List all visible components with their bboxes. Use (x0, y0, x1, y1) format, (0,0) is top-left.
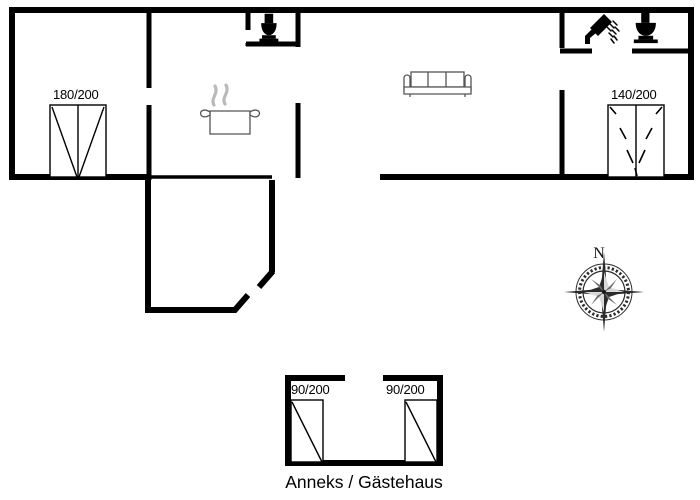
bed-second-bedroom-dash-4 (634, 167, 638, 177)
wall-terrace-corner-diagonal (231, 293, 251, 313)
bed-annex-right: 90/200 (386, 382, 438, 463)
bed-second-bedroom-dash-3 (626, 149, 634, 164)
sofa-seat (403, 86, 472, 95)
pot-body (209, 110, 251, 135)
toilet-icon-bathroom (633, 11, 658, 44)
bathroom-fixtures (585, 11, 658, 44)
bed-second-bedroom-label: 140/200 (611, 87, 657, 102)
steam-right (222, 83, 229, 106)
pot-handle-left (199, 109, 211, 118)
bed-main-bedroom: 180/200 (49, 87, 107, 178)
bed-main-bedroom-diagonal-left (51, 106, 78, 178)
steam-left (211, 84, 218, 107)
bed-annex-left: 90/200 (290, 382, 330, 463)
bed-second-bedroom-dash-5 (655, 106, 663, 115)
compass-rose-icon: N (564, 245, 644, 332)
cooking-pot-icon (199, 83, 261, 135)
compass-north-label: N (593, 245, 605, 262)
toilet-icon (259, 13, 279, 42)
bed-annex-right-diagonal (405, 401, 437, 463)
pot-handle-right (249, 109, 261, 118)
annex-caption: Anneks / Gästehaus (285, 472, 443, 492)
bed-second-bedroom-dash-1 (609, 106, 617, 115)
bed-second-bedroom-dash-2 (619, 127, 627, 140)
shower-icon (585, 14, 620, 44)
interior-partitions (146, 12, 693, 180)
bed-second-bedroom-dash-6 (645, 127, 653, 140)
sofa-icon (403, 71, 472, 97)
annex-guesthouse: 90/200 90/200 Anneks / Gästehaus (285, 375, 443, 492)
main-building-walls (9, 7, 694, 180)
bed-annex-left-label: 90/200 (291, 382, 330, 397)
bed-main-bedroom-label: 180/200 (53, 87, 99, 102)
bed-second-bedroom-dash-7 (638, 149, 646, 164)
sofa-backrest (410, 71, 465, 88)
bed-main-bedroom-diagonal-right (78, 106, 105, 178)
wall-terrace-right-diagonal (256, 269, 276, 289)
terrace-outline (145, 180, 276, 313)
bed-second-bedroom: 140/200 (607, 87, 665, 178)
bed-annex-left-diagonal (291, 401, 323, 463)
bed-annex-right-label: 90/200 (386, 382, 425, 397)
